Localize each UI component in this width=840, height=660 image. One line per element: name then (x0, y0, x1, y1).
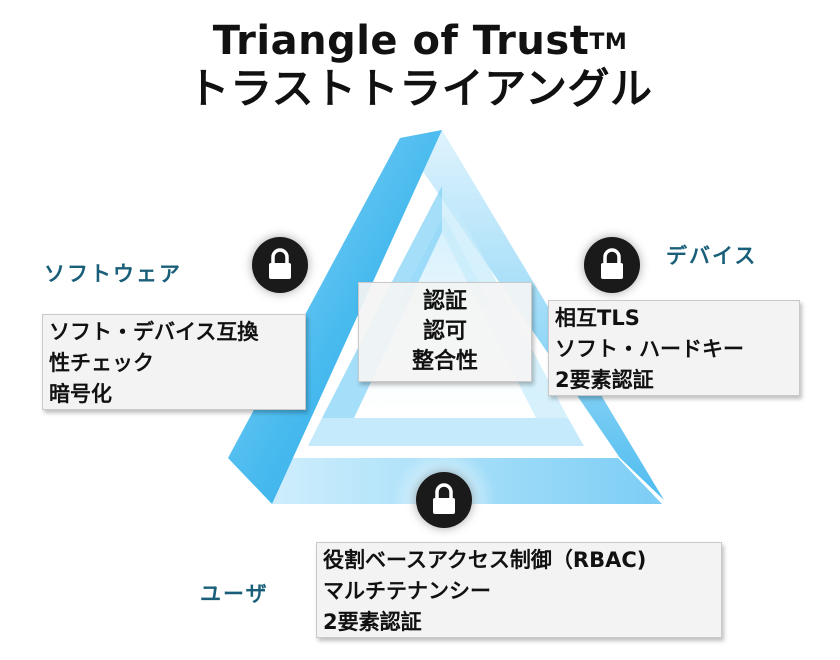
trust-properties-box: 認証 認可 整合性 (358, 282, 532, 382)
title-text: Triangle of Trust (212, 18, 590, 64)
lock-icon (252, 237, 308, 293)
title-line-2: トラストトライアングル (187, 64, 653, 113)
trademark-mark: TM (589, 30, 628, 55)
device-box: 相互TLS ソフト・ハードキー 2要素認証 (548, 300, 800, 396)
user-item: マルチテナンシー (323, 579, 491, 603)
device-item: ソフト・ハードキー (555, 337, 744, 361)
user-item: 2要素認証 (323, 610, 422, 634)
device-item: 相互TLS (555, 306, 640, 330)
software-label: ソフトウェア (44, 262, 182, 286)
software-item: 性チェック (49, 351, 154, 375)
user-label: ユーザ (200, 582, 269, 606)
software-item: ソフト・デバイス互換 (49, 320, 259, 344)
device-item: 2要素認証 (555, 368, 654, 392)
user-box: 役割ベースアクセス制御（RBAC) マルチテナンシー 2要素認証 (316, 542, 722, 638)
title-line-1: Triangle of TrustTM (0, 18, 840, 64)
lock-icon (416, 472, 472, 528)
software-item: 暗号化 (49, 382, 112, 406)
triangle-inner-bottom-face (308, 418, 584, 446)
device-label: デバイス (666, 244, 758, 268)
triangle-left-arm (228, 130, 442, 504)
lock-icon (584, 237, 640, 293)
trust-property-authentication: 認証 (422, 289, 467, 314)
triangle-right-arm (400, 130, 664, 500)
software-box: ソフト・デバイス互換 性チェック 暗号化 (42, 314, 306, 410)
trust-property-integrity: 整合性 (411, 349, 478, 374)
trust-property-authorization: 認可 (422, 319, 467, 344)
user-item: 役割ベースアクセス制御（RBAC) (323, 548, 647, 572)
